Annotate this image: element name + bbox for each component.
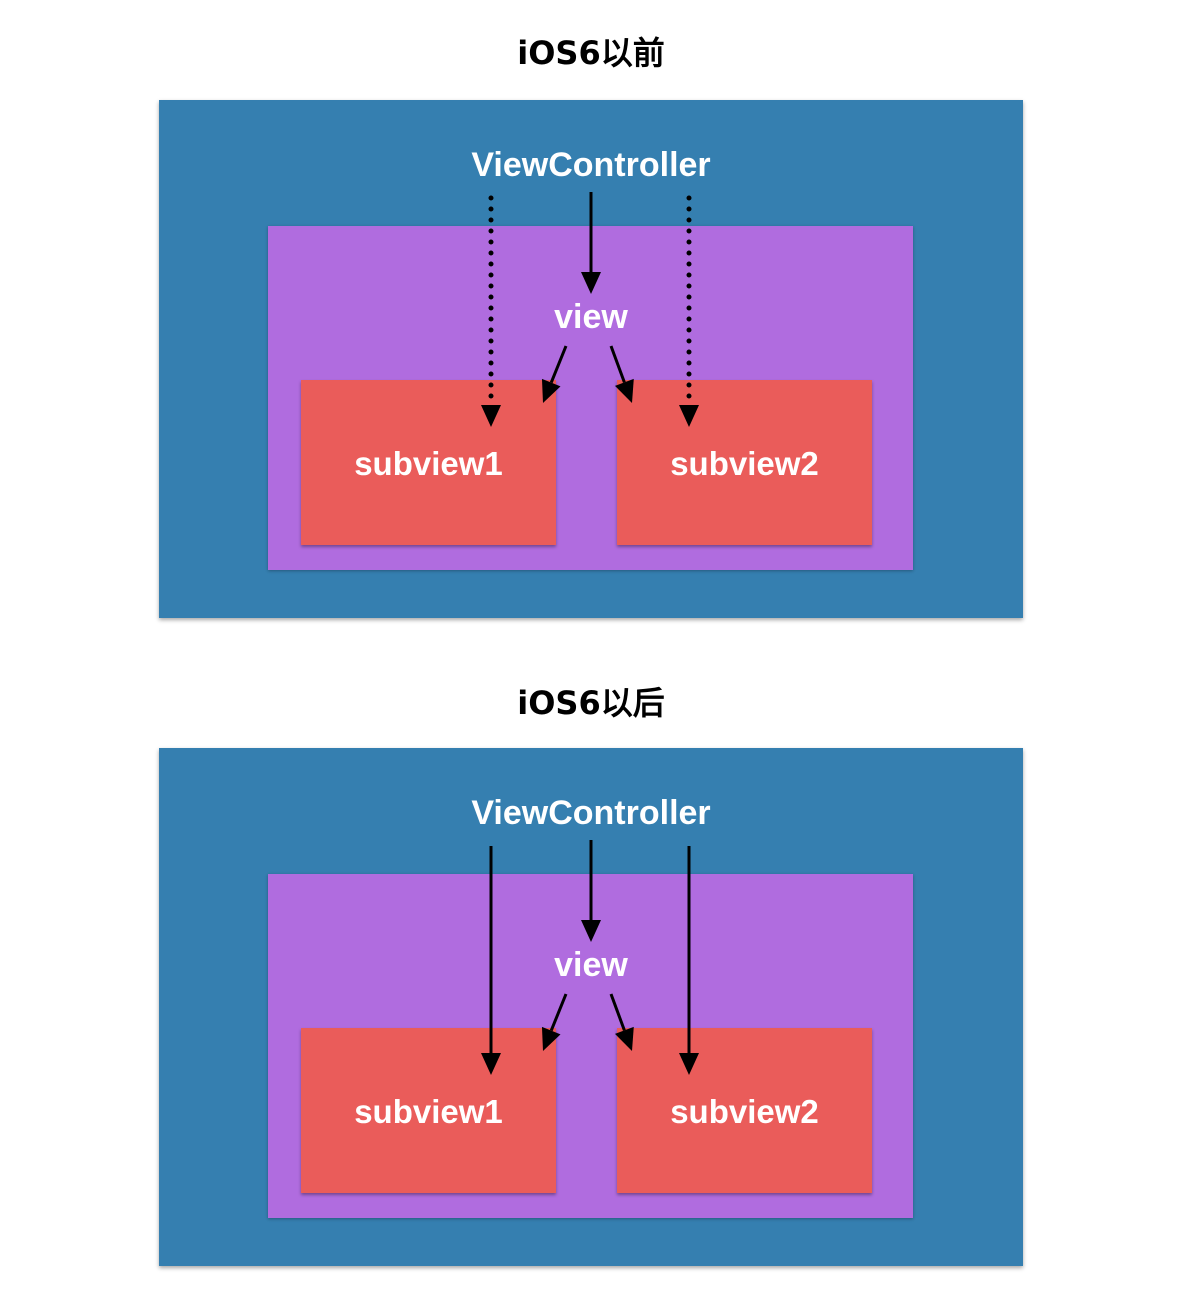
arrow-view-to-subview1 <box>541 345 568 403</box>
diagram-title-before: iOS6以前 <box>517 34 665 72</box>
relationship-arrows <box>481 192 699 427</box>
diagram-panel-before: ViewController view subview1 subview2 <box>159 100 1023 618</box>
subview2-label: subview2 <box>670 1093 819 1130</box>
arrow-controller-to-subview2 <box>679 195 699 427</box>
arrow-controller-to-view <box>581 192 601 294</box>
subview2-box <box>617 380 872 545</box>
view-label: view <box>554 946 628 984</box>
arrow-controller-to-subview2 <box>679 846 699 1075</box>
diagram-title-after: iOS6以后 <box>517 684 665 722</box>
relationship-arrows <box>481 840 699 1075</box>
subview1-box <box>301 380 556 545</box>
viewcontroller-label: ViewController <box>471 146 711 184</box>
diagram-panel-after: ViewController view subview1 subview2 <box>159 748 1023 1266</box>
arrow-controller-to-subview1 <box>481 846 501 1075</box>
subview1-label: subview1 <box>354 445 503 482</box>
arrow-view-to-subview2 <box>609 993 634 1051</box>
arrow-view-to-subview1 <box>541 993 568 1051</box>
arrow-controller-to-view <box>581 840 601 942</box>
arrow-view-to-subview2 <box>609 345 634 403</box>
subview2-label: subview2 <box>670 445 819 482</box>
subview1-box <box>301 1028 556 1193</box>
view-label: view <box>554 298 628 336</box>
subview2-box <box>617 1028 872 1193</box>
arrow-controller-to-subview1 <box>481 195 501 427</box>
subview1-label: subview1 <box>354 1093 503 1130</box>
viewcontroller-label: ViewController <box>471 794 711 832</box>
